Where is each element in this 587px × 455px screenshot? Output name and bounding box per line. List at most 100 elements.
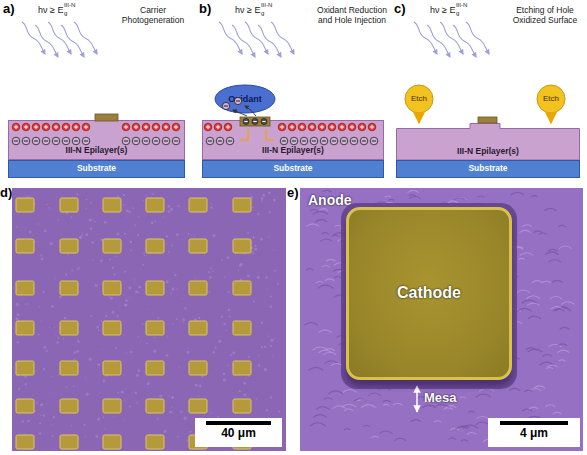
surface-grain [85,377,86,378]
surface-grain [248,375,250,377]
surface-grain [116,232,119,235]
surface-ripple [333,233,345,235]
contact-pad [16,198,34,212]
surface-ripple [558,225,566,227]
surface-grain [56,341,58,343]
charge-sign [208,141,212,142]
surface-grain [103,280,104,281]
electron-charge [320,137,328,145]
charge-sign [136,125,137,129]
contact-pad [233,281,251,295]
surface-grain [77,268,79,270]
surface-ripple [326,259,336,261]
charge-sign [362,141,366,142]
surface-grain [180,411,182,413]
surface-ripple [446,406,456,408]
surface-grain [105,315,108,318]
surface-ripple [467,432,476,434]
surface-grain [274,270,276,272]
surface-grain [187,351,190,354]
panel-letter: c) [394,2,406,17]
surface-ripple [461,440,468,441]
node-text: Substrate [273,164,312,174]
surface-ripple [310,423,326,426]
charge-circle [172,123,180,131]
surface-ripple [547,365,558,367]
surface-grain [168,395,170,397]
surface-ripple [319,350,332,353]
surface-ripple [409,195,416,196]
surface-grain [43,368,45,370]
surface-grain [40,258,43,261]
surface-ripple [552,280,562,282]
hole-charge [52,123,60,131]
surface-grain [89,219,92,222]
surface-grain [66,212,69,215]
surface-grain [194,277,195,278]
surface-grain [273,249,274,250]
surface-grain [97,363,100,366]
surface-grain [176,287,177,288]
surface-grain [191,207,192,208]
surface-grain [174,274,177,277]
surface-ripple [549,260,561,262]
surface-grain [270,396,272,398]
surface-ripple [321,233,328,234]
charge-sign [44,127,48,128]
charge-circle [32,123,40,131]
surface-grain [142,323,144,325]
surface-texture [304,190,574,442]
electron-charge [206,137,214,145]
surface-grain [126,401,127,402]
charge-sign [84,127,88,128]
surface-grain [199,384,202,387]
surface-grain [36,370,37,371]
electron-charge [370,137,378,145]
surface-grain [130,351,132,353]
surface-ripple [455,427,467,429]
contact-pad [103,281,121,295]
surface-grain [129,297,130,298]
surface-grain [17,313,20,316]
etchant-shape [405,85,433,113]
hole-charge [122,123,130,131]
surface-grain [157,418,159,420]
light-ray [258,25,281,57]
surface-grain [41,320,43,322]
surface-grain [27,195,29,197]
surface-grain [210,203,211,204]
charge-circle [224,123,232,131]
surface-grain [123,419,124,420]
surface-grain [260,238,263,241]
node-text: Substrate [77,164,116,174]
hole-charge [132,123,140,131]
surface-grain [57,374,59,376]
electron-charge [82,137,90,145]
charge-sign [66,125,67,129]
substrate-band: Substrate [8,160,185,178]
electron-charge [350,137,358,145]
surface-grain [226,330,228,332]
surface-grain [240,293,243,296]
charge-sign [164,141,168,142]
surface-ripple [440,203,448,205]
surface-grain [19,289,22,292]
charge-circle [330,137,338,145]
charge-sign [372,125,373,129]
hole-charge [338,123,346,131]
surface-grain [156,209,159,212]
etchant-circle: Etch [536,84,566,114]
surface-grain [36,402,38,404]
surface-ripple [342,404,356,407]
surface-grain [229,316,231,318]
surface-grain [124,399,126,401]
surface-ripple [332,406,346,409]
surface-ripple [353,399,366,402]
charge-sign [126,125,127,129]
light-ray [48,22,71,54]
surface-ripple [325,361,338,364]
contact-pad [233,399,251,413]
charge-circle [62,123,70,131]
